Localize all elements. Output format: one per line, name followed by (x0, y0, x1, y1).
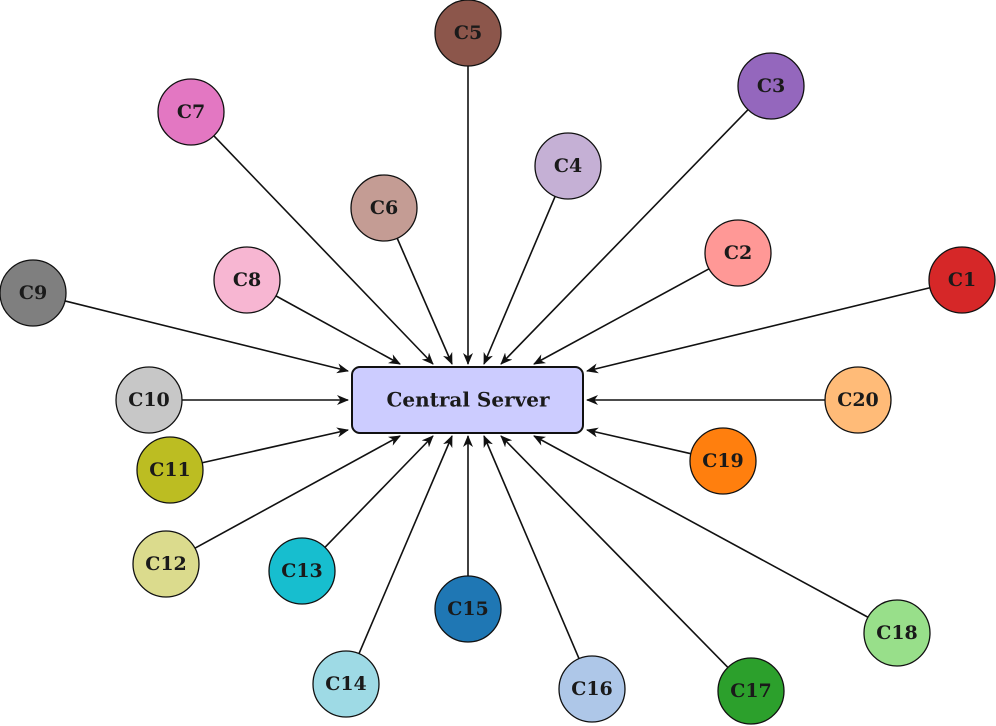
client-circle-c2 (704, 219, 772, 287)
client-label-c12: C12 (145, 553, 187, 575)
client-label-c16: C16 (571, 678, 613, 700)
client-label-c13: C13 (281, 560, 323, 582)
client-label-c19: C19 (702, 450, 744, 472)
edge-c1-to-server (586, 287, 931, 374)
client-node-c9: C9 (0, 259, 67, 327)
client-label-c20: C20 (837, 389, 879, 411)
edge-c3-to-server (500, 109, 749, 365)
edge-c12-to-server (194, 435, 401, 549)
client-circle-c14 (312, 650, 380, 718)
edge-c11-to-server (202, 427, 349, 464)
edge-c13-to-server (324, 435, 434, 548)
client-circle-c11 (136, 436, 204, 504)
client-circle-c13 (268, 537, 336, 605)
client-label-c15: C15 (447, 598, 489, 620)
edge-c16-to-server (483, 435, 580, 659)
client-label-c11: C11 (149, 459, 191, 481)
client-circle-c17 (717, 657, 785, 725)
central-server-box (351, 366, 584, 434)
client-label-c6: C6 (370, 197, 398, 219)
client-node-c4: C4 (534, 132, 602, 200)
client-label-c5: C5 (454, 22, 482, 44)
edge-c18-to-server (533, 435, 869, 618)
client-label-c8: C8 (233, 269, 261, 291)
client-circle-c12 (132, 530, 200, 598)
client-node-c3: C3 (737, 52, 805, 120)
client-node-c2: C2 (704, 219, 772, 287)
client-label-c17: C17 (730, 680, 772, 702)
client-node-c5: C5 (434, 0, 502, 67)
client-label-c9: C9 (19, 282, 47, 304)
client-node-c14: C14 (312, 650, 380, 718)
client-node-c16: C16 (558, 655, 626, 723)
edge-c2-to-server (533, 268, 710, 365)
client-node-c18: C18 (863, 599, 931, 667)
client-circle-c6 (350, 174, 418, 242)
edge-c9-to-server (64, 300, 349, 374)
edge-c14-to-server (358, 435, 453, 654)
client-circle-c5 (434, 0, 502, 67)
edge-c7-to-server (213, 135, 434, 365)
client-circle-c4 (534, 132, 602, 200)
client-node-c20: C20 (824, 366, 892, 434)
client-label-c3: C3 (757, 75, 785, 97)
client-node-c1: C1 (928, 246, 996, 314)
edge-c8-to-server (275, 295, 401, 365)
client-node-c13: C13 (268, 537, 336, 605)
edge-c4-to-server (483, 196, 556, 365)
client-node-c7: C7 (157, 78, 225, 146)
central-server: Central Server (351, 366, 584, 434)
client-label-c7: C7 (177, 101, 205, 123)
edge-c19-to-server (586, 427, 692, 455)
client-circle-c7 (157, 78, 225, 146)
client-label-c2: C2 (724, 242, 752, 264)
client-node-c12: C12 (132, 530, 200, 598)
client-label-c18: C18 (876, 622, 918, 644)
client-node-c11: C11 (136, 436, 204, 504)
edge-c17-to-server (500, 435, 729, 668)
client-circle-c3 (737, 52, 805, 120)
client-node-c10: C10 (115, 366, 183, 434)
client-node-c8: C8 (213, 246, 281, 314)
client-label-c14: C14 (325, 673, 367, 695)
client-node-c17: C17 (717, 657, 785, 725)
central-server-label: Central Server (386, 388, 550, 412)
client-circle-c18 (863, 599, 931, 667)
edge-c6-to-server (396, 237, 453, 365)
client-node-c15: C15 (434, 575, 502, 643)
edges (64, 66, 931, 668)
client-label-c1: C1 (948, 269, 976, 291)
client-circle-c15 (434, 575, 502, 643)
client-label-c10: C10 (128, 389, 170, 411)
client-circle-c8 (213, 246, 281, 314)
client-node-c6: C6 (350, 174, 418, 242)
client-label-c4: C4 (554, 155, 582, 177)
client-circle-c1 (928, 246, 996, 314)
client-circle-c10 (115, 366, 183, 434)
client-circle-c20 (824, 366, 892, 434)
client-circle-c9 (0, 259, 67, 327)
client-circle-c19 (689, 427, 757, 495)
client-circle-c16 (558, 655, 626, 723)
client-node-c19: C19 (689, 427, 757, 495)
